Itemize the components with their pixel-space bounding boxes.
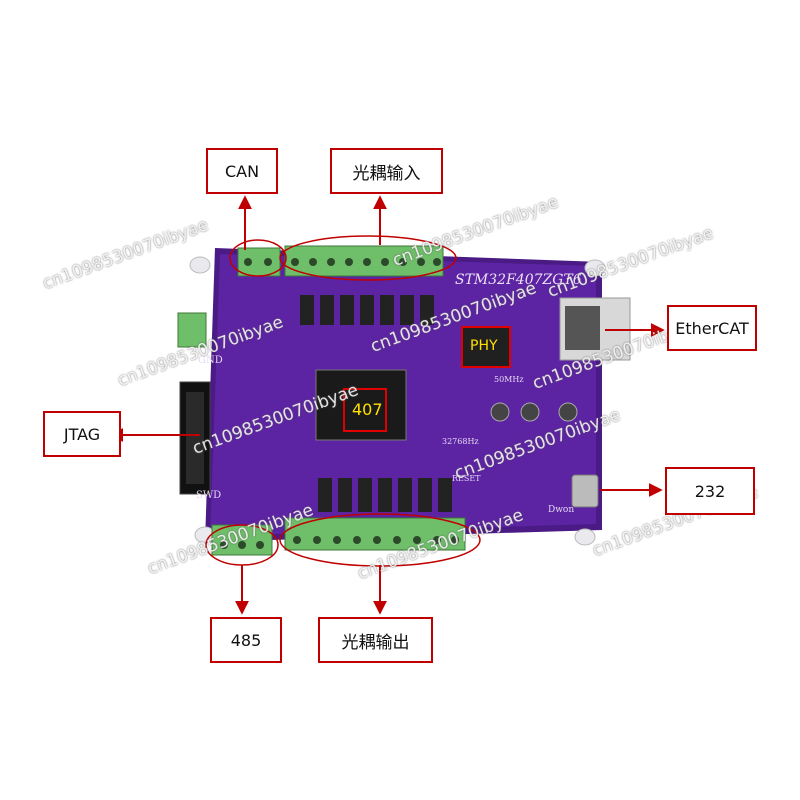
standoffs [189,256,606,546]
bottom-terminal-blocks [211,517,466,556]
gnd-terminal [177,312,207,348]
jtag-label: JTAG [43,411,121,457]
ethercat-label: EtherCAT [667,305,757,351]
board-title: STM32F407ZGT6 [455,272,582,288]
top-terminal-blocks [237,245,444,277]
gnd-silk: GND [198,355,223,366]
opto-input-label: 光耦输入 [330,148,443,194]
can-label: CAN [206,148,278,194]
optocoupler-row-bottom [318,478,452,512]
rs232-label: 232 [665,467,755,515]
mcu-chip [315,369,407,441]
phy-chip [461,326,511,368]
crystal-50-silk: 50MHz [494,375,524,384]
optocoupler-row-top [300,295,434,325]
capacitors [490,402,578,422]
swd-silk: SWD [196,490,222,501]
usb-c-port [571,474,599,508]
dwon-silk: Dwon [548,505,575,515]
callout-arrows [109,195,665,615]
rs485-label: 485 [210,617,282,663]
opto-output-label: 光耦输出 [318,617,433,663]
jtag-header [179,381,211,495]
reset-silk: RESET [452,474,481,483]
crystal-32-silk: 32768Hz [442,437,479,446]
mcu-label: 407 [352,400,383,419]
phy-label: PHY [470,338,498,354]
ethernet-jack [559,297,631,361]
